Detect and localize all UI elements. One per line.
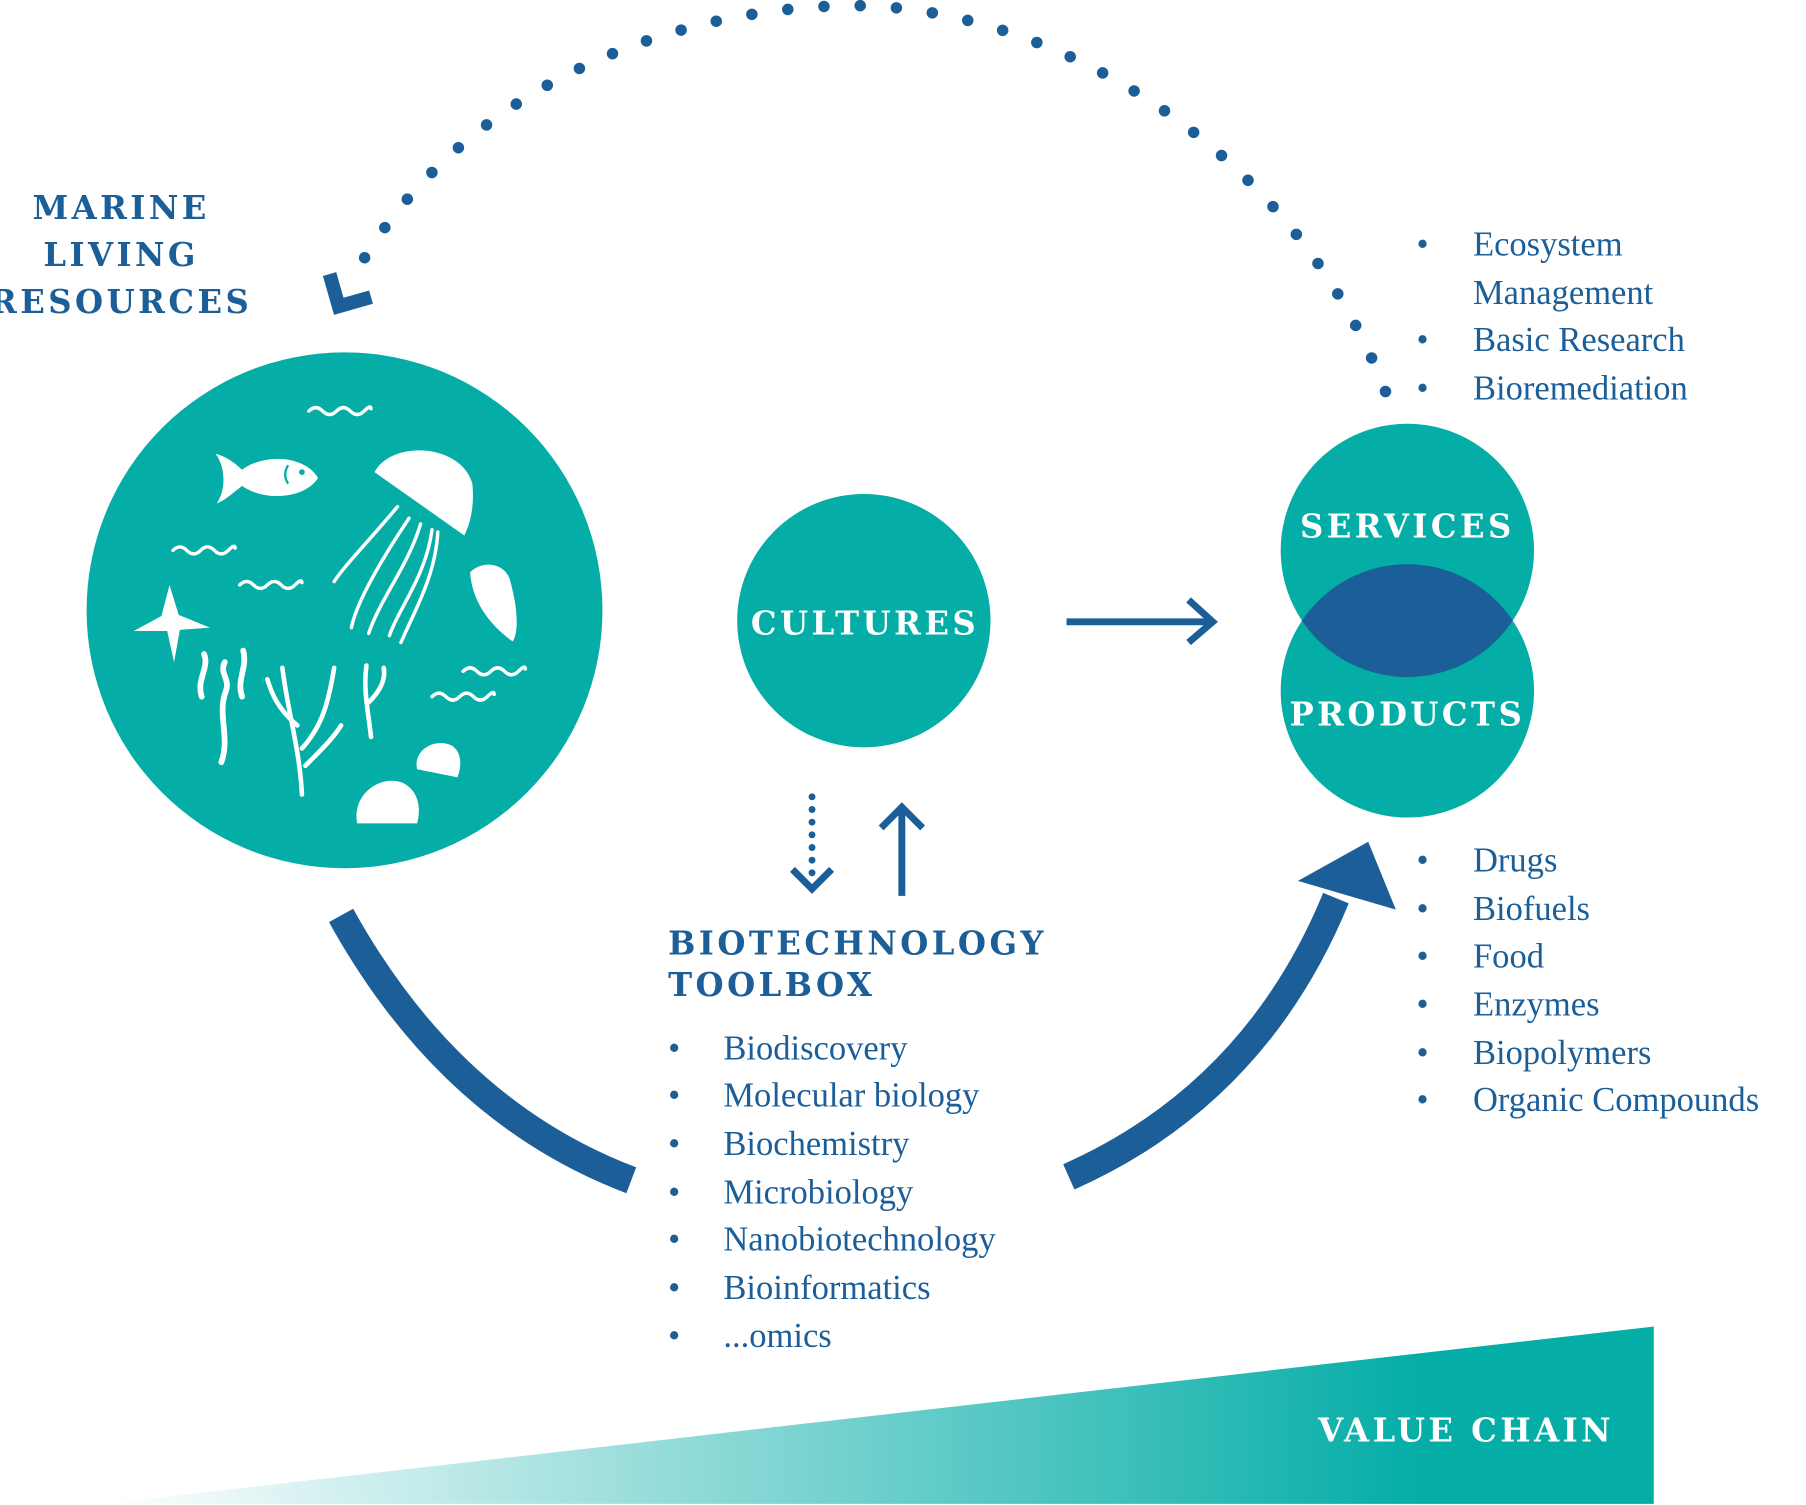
jellyfish-icon xyxy=(332,450,473,645)
dotted-arrow-down-icon xyxy=(790,793,835,894)
bullet: • xyxy=(1417,226,1429,264)
marine-title-line: RESOURCES xyxy=(0,283,252,321)
flow-arc-right xyxy=(1063,892,1349,1190)
scallop-icon xyxy=(356,742,461,824)
list-item: Bioinformatics xyxy=(723,1269,930,1307)
flow-arc-left xyxy=(328,908,637,1194)
shell-icon xyxy=(470,564,517,642)
marine-title-line: MARINE xyxy=(32,189,209,227)
list-item: Molecular biology xyxy=(723,1077,980,1115)
list-item: Ecosystem xyxy=(1473,226,1623,264)
list-item: Bioremediation xyxy=(1473,370,1688,408)
value-chain-label: VALUE CHAIN xyxy=(1317,1412,1614,1450)
bullet: • xyxy=(668,1221,680,1259)
services-products-venn xyxy=(1280,423,1535,818)
bullet: • xyxy=(1417,986,1429,1024)
list-item: Biopolymers xyxy=(1473,1034,1651,1072)
bullet: • xyxy=(1417,890,1429,928)
marine-living-resources-circle xyxy=(86,352,603,869)
cultures-circle xyxy=(737,493,991,748)
list-item: Food xyxy=(1473,937,1544,975)
flow-arrowhead-icon xyxy=(1297,841,1396,910)
bullet: • xyxy=(668,1125,680,1163)
bullet: • xyxy=(668,1269,680,1307)
fish-icon xyxy=(215,453,319,504)
services-list: • Ecosystem Management • Basic Research … xyxy=(1417,226,1688,408)
services-label: SERVICES xyxy=(1300,508,1515,546)
venn-overlap xyxy=(1280,564,1535,678)
bullet: • xyxy=(668,1173,680,1211)
coral-icon xyxy=(265,663,387,797)
arrow-up-icon xyxy=(878,802,926,896)
list-item: Management xyxy=(1473,274,1654,312)
list-item: Basic Research xyxy=(1473,321,1685,359)
arrow-right-icon xyxy=(1066,597,1218,646)
list-item: Organic Compounds xyxy=(1473,1081,1759,1119)
list-item: Enzymes xyxy=(1473,986,1600,1024)
list-item: Nanobiotechnology xyxy=(723,1221,996,1259)
toolbox-title-line: BIOTECHNOLOGY xyxy=(668,925,1047,963)
bullet: • xyxy=(1417,842,1429,880)
products-label: PRODUCTS xyxy=(1289,695,1525,733)
list-item: Biofuels xyxy=(1473,890,1590,928)
toolbox-title-line: TOOLBOX xyxy=(668,966,875,1004)
feedback-arrowhead-icon xyxy=(322,272,373,315)
bullet: • xyxy=(668,1317,680,1355)
bullet: • xyxy=(668,1029,680,1067)
wave-icon xyxy=(171,405,528,702)
cultures-label: CULTURES xyxy=(751,604,979,642)
toolbox-list: • Biodiscovery • Molecular biology • Bioche… xyxy=(668,1029,996,1355)
value-chain-wedge xyxy=(103,1326,1654,1504)
bullet: • xyxy=(1417,321,1429,359)
marine-title-line: LIVING xyxy=(43,236,199,274)
list-item: Microbiology xyxy=(723,1173,914,1211)
list-item: Drugs xyxy=(1473,842,1557,880)
list-item: Biochemistry xyxy=(723,1125,910,1163)
bullet: • xyxy=(1417,370,1429,408)
list-item: ...omics xyxy=(723,1317,831,1355)
bullet: • xyxy=(1417,1034,1429,1072)
products-list: • Drugs • Biofuels • Food • Enzymes • Biopoly… xyxy=(1417,842,1760,1120)
starfish-icon xyxy=(133,584,210,663)
feedback-dotted-arc xyxy=(347,0,1392,398)
list-item: Biodiscovery xyxy=(723,1029,908,1067)
bullet: • xyxy=(668,1077,680,1115)
bullet: • xyxy=(1417,937,1429,975)
seaweed-icon xyxy=(197,647,248,766)
bullet: • xyxy=(1417,1081,1429,1119)
